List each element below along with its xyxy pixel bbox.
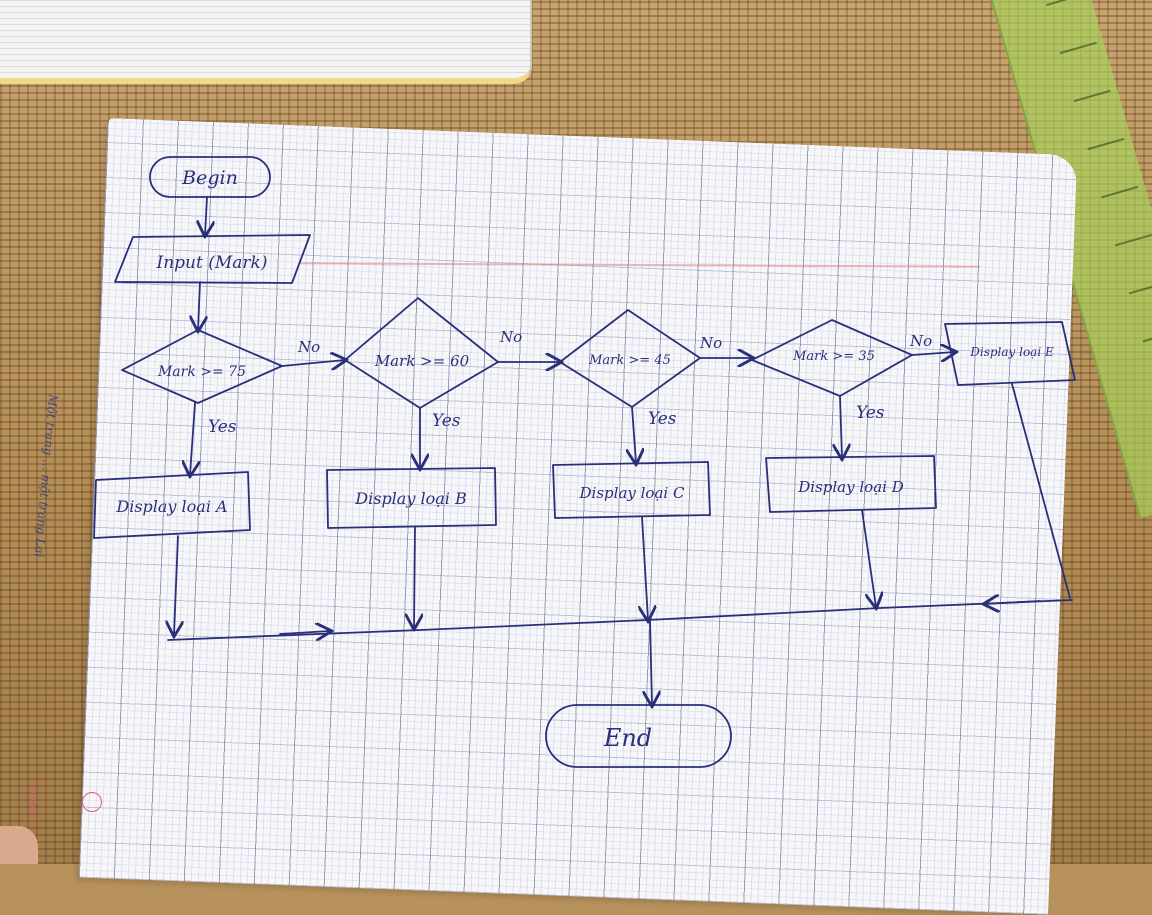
no-label-2: No	[499, 328, 522, 346]
paper-brand: TIMOON	[28, 780, 38, 822]
input-label: Input (Mark)	[156, 253, 268, 273]
brand-logo-icon	[82, 792, 102, 812]
no-label-1: No	[297, 338, 320, 356]
input-parallelogram	[114, 234, 311, 284]
yes-label-2: Yes	[432, 411, 461, 431]
display-a-label: Display loại A	[115, 497, 227, 516]
finger-tip	[0, 826, 38, 864]
yes-label-4: Yes	[856, 403, 885, 423]
display-b-box	[326, 467, 497, 529]
decision-3-label: Mark >= 45	[588, 353, 671, 368]
decision-2-label: Mark >= 60	[374, 352, 470, 370]
display-e-label: Display loại E	[969, 345, 1054, 359]
no-label-4: No	[909, 332, 932, 350]
display-b-label: Display loại B	[354, 489, 467, 508]
display-a-box	[93, 471, 251, 539]
display-d-box	[765, 455, 937, 513]
decision-1-diamond	[121, 329, 283, 404]
decision-4-label: Mark >= 35	[792, 349, 875, 364]
display-e-box	[944, 321, 1076, 386]
display-c-box	[552, 461, 711, 519]
yes-label-1: Yes	[208, 417, 237, 437]
end-terminal	[545, 704, 732, 768]
paper-stack	[0, 0, 532, 84]
begin-label: Begin	[181, 167, 238, 189]
end-label: End	[603, 724, 652, 752]
decision-1-label: Mark >= 75	[157, 364, 246, 380]
begin-terminal	[149, 156, 271, 198]
flowchart-diagram: Begin Input (Mark) Mark >= 75 Mark >= 60…	[93, 156, 1076, 768]
no-label-3: No	[699, 334, 722, 352]
yes-label-3: Yes	[648, 409, 677, 429]
display-d-label: Display loại D	[797, 478, 903, 496]
display-c-label: Display loại C	[579, 484, 685, 502]
